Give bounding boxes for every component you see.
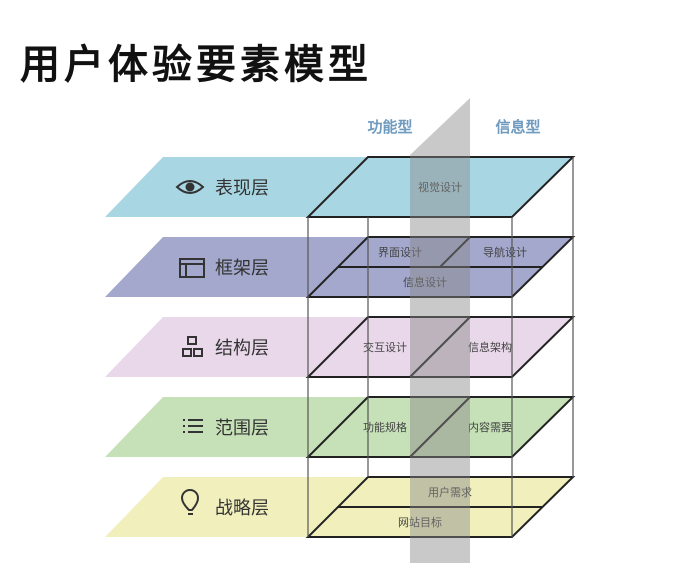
item-information-architecture: 信息架构 (468, 340, 512, 354)
item-interaction-design: 交互设计 (363, 340, 407, 354)
item-functional-spec: 功能规格 (363, 420, 407, 434)
layer-strategy: 用户需求 网站目标 (105, 476, 576, 538)
hierarchy-icon (182, 336, 203, 357)
page-title: 用户体验要素模型 (20, 42, 372, 88)
item-user-needs: 用户需求 (428, 485, 472, 499)
item-information-design: 信息设计 (403, 275, 447, 289)
eye-icon (175, 180, 205, 194)
layer-structure: 交互设计 信息架构 (105, 316, 576, 378)
column-functional: 功能型 (367, 118, 412, 136)
layer-scope: 功能规格 内容需要 (105, 396, 576, 458)
divider-band (410, 98, 470, 563)
item-content-requirements: 内容需要 (468, 420, 512, 434)
box-edges (307, 157, 574, 537)
column-informational: 信息型 (495, 118, 540, 136)
layer-label-surface: 表现层 (215, 178, 269, 199)
item-interface-design: 界面设计 (378, 246, 422, 259)
lightbulb-icon (180, 489, 200, 515)
item-visual-design: 视觉设计 (418, 180, 462, 194)
item-site-objectives: 网站目标 (398, 515, 442, 529)
list-icon (183, 419, 203, 433)
layer-label-scope: 范围层 (215, 418, 269, 439)
layer-label-skeleton: 框架层 (215, 258, 269, 279)
layer-surface: 视觉设计 (105, 156, 576, 218)
layer-skeleton: 界面设计 导航设计 信息设计 (105, 236, 576, 298)
item-navigation-design: 导航设计 (483, 245, 527, 259)
window-icon (179, 258, 205, 278)
layer-label-strategy: 战略层 (215, 498, 269, 519)
layer-label-structure: 结构层 (215, 338, 269, 359)
